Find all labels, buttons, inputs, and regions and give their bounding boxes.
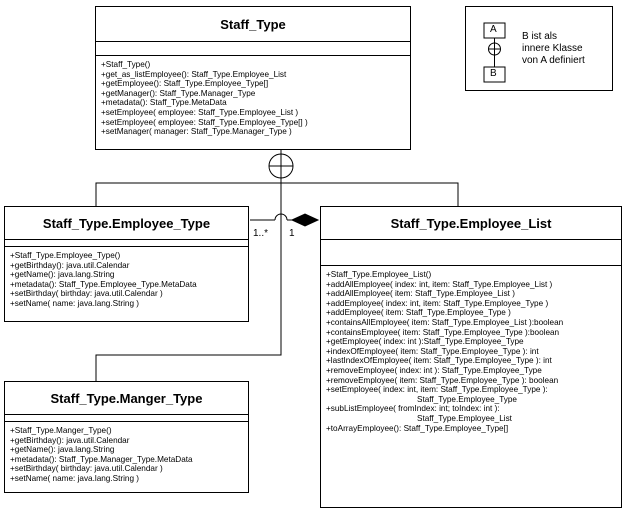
legend-text-line-1: B ist als	[522, 31, 558, 42]
operation: +setBirthday( birthday: java.util.Calend…	[10, 464, 163, 474]
operation: +containsAllEmployee( item: Staff_Type.E…	[326, 317, 564, 327]
operation: +removeEmployee( index: int ): Staff_Typ…	[326, 365, 542, 375]
operation: +getEmployee(): Staff_Type.Employee_Type…	[101, 79, 269, 89]
multiplicity-employee-type: 1..*	[253, 228, 269, 239]
operations-employee-list: +Staff_Type.Employee_List()+addAllEmploy…	[321, 266, 621, 433]
operation: +Staff_Type.Employee_List()	[326, 270, 432, 279]
operation: +getManager(): Staff_Type.Manager_Type	[101, 88, 256, 98]
legend-nesting-icon	[483, 22, 506, 83]
nesting-circle-icon	[268, 153, 294, 179]
class-manger-type[interactable]: Staff_Type.Manger_Type +Staff_Type.Mange…	[4, 381, 249, 493]
class-name-employee-type: Staff_Type.Employee_Type	[5, 207, 248, 240]
attributes-employee-type	[5, 240, 248, 247]
attributes-manger-type	[5, 415, 248, 422]
legend-panel: A B B ist als innere Klasse von A defini…	[465, 6, 613, 91]
operation: +setEmployee( employee: Staff_Type.Emplo…	[101, 117, 308, 127]
operation: +setManager( manager: Staff_Type.Manager…	[101, 127, 292, 137]
operation: +addAllEmployee( index: int, item: Staff…	[326, 279, 553, 289]
composition-diamond-icon	[290, 213, 320, 227]
operation: +containsEmployee( item: Staff_Type.Empl…	[326, 327, 560, 337]
attributes-employee-list	[321, 240, 621, 266]
operation: +subListEmployee( fromIndex: int; toInde…	[326, 404, 500, 414]
nesting-line-employee-list	[281, 182, 459, 206]
operation: +Staff_Type()	[101, 60, 151, 69]
class-employee-list[interactable]: Staff_Type.Employee_List +Staff_Type.Emp…	[320, 206, 622, 508]
operation: +removeEmployee( item: Staff_Type.Employ…	[326, 375, 559, 385]
operation: +setEmployee( index: int, item: Staff_Ty…	[326, 385, 548, 395]
operation: +getBirthday(): java.util.Calendar	[10, 435, 130, 445]
operation: +Staff_Type.Manger_Type()	[10, 426, 112, 435]
multiplicity-employee-list: 1	[289, 228, 295, 239]
operation: +metadata(): Staff_Type.Employee_Type.Me…	[10, 279, 197, 289]
class-staff-type[interactable]: Staff_Type +Staff_Type()+get_as_listEmpl…	[95, 6, 411, 150]
operation: +addAllEmployee( item: Staff_Type.Employ…	[326, 289, 515, 299]
operation: +addEmployee( index: int, item: Staff_Ty…	[326, 298, 549, 308]
class-name-staff-type: Staff_Type	[96, 7, 410, 42]
operation: +setBirthday( birthday: java.util.Calend…	[10, 289, 163, 299]
operation: +getEmployee( index: int ):Staff_Type.Em…	[326, 337, 524, 347]
operation: Staff_Type.Employee_List	[326, 413, 512, 423]
operation: +getName(): java.lang.String	[10, 270, 115, 280]
legend-box-b-label: B	[490, 68, 497, 79]
operation: +getName(): java.lang.String	[10, 445, 115, 455]
operation: +get_as_listEmployee(): Staff_Type.Emplo…	[101, 69, 287, 79]
operation: +setName( name: java.lang.String )	[10, 298, 140, 308]
class-name-manger-type: Staff_Type.Manger_Type	[5, 382, 248, 415]
operation: +metadata(): Staff_Type.MetaData	[101, 98, 227, 108]
class-employee-type[interactable]: Staff_Type.Employee_Type +Staff_Type.Emp…	[4, 206, 249, 322]
operation: +setEmployee( employee: Staff_Type.Emplo…	[101, 107, 299, 117]
operation: +Staff_Type.Employee_Type()	[10, 251, 121, 260]
nesting-line-manger-type	[95, 183, 282, 381]
operations-manger-type: +Staff_Type.Manger_Type()+getBirthday():…	[5, 422, 248, 484]
operation: +setName( name: java.lang.String )	[10, 473, 140, 483]
operation: +toArrayEmployee(): Staff_Type.Employee_…	[326, 423, 509, 433]
operation: +indexOfEmployee( item: Staff_Type.Emplo…	[326, 346, 539, 356]
operation: +lastIndexOfEmployee( item: Staff_Type.E…	[326, 356, 552, 366]
class-name-employee-list: Staff_Type.Employee_List	[321, 207, 621, 240]
legend-box-a-label: A	[490, 24, 497, 35]
operation: +getBirthday(): java.util.Calendar	[10, 260, 130, 270]
operation: +addEmployee( item: Staff_Type.Employee_…	[326, 308, 511, 318]
nesting-line-employee-type	[95, 182, 281, 206]
operation: Staff_Type.Employee_Type	[326, 394, 517, 404]
attributes-staff-type	[96, 42, 410, 56]
operation: +metadata(): Staff_Type.Manager_Type.Met…	[10, 454, 193, 464]
legend-text-line-3: von A definiert	[522, 55, 585, 66]
operations-employee-type: +Staff_Type.Employee_Type()+getBirthday(…	[5, 247, 248, 309]
operations-staff-type: +Staff_Type()+get_as_listEmployee(): Sta…	[96, 56, 410, 137]
legend-text-line-2: innere Klasse	[522, 43, 583, 54]
association-line-hop	[274, 213, 288, 221]
